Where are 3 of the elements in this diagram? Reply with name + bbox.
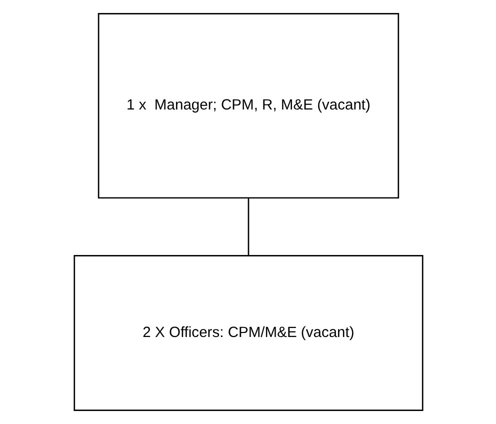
node-box: 2 X Officers: CPM/M&E (vacant) bbox=[73, 255, 423, 411]
connector bbox=[247, 198, 249, 256]
node-box: 1 x Manager; CPM, R, M&E (vacant) bbox=[97, 13, 399, 199]
